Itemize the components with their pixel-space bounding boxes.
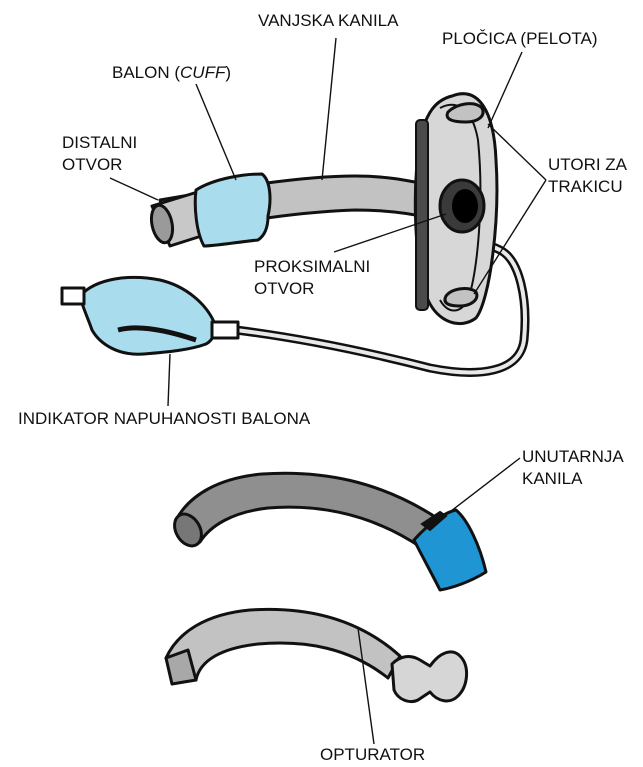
pilot-connector	[212, 322, 238, 338]
obturator-shaft	[166, 609, 400, 680]
label-indicator: INDIKATOR NAPUHANOSTI BALONA	[18, 409, 311, 428]
label-obturator: OPTURATOR	[320, 745, 425, 764]
label-outer-cannula: VANJSKA KANILA	[258, 11, 399, 30]
pilot-balloon	[80, 277, 215, 354]
label-flange: PLOČICA (PELOTA)	[442, 29, 598, 48]
inner-cannula	[169, 473, 486, 590]
obturator	[166, 609, 467, 701]
label-cuff: BALON (CUFF)	[112, 63, 231, 82]
inner-cannula-shaft	[176, 473, 440, 548]
pilot-valve	[62, 288, 84, 304]
cuff-balloon	[195, 174, 270, 246]
proximal-opening	[452, 189, 478, 223]
strap-slot-bottom	[445, 289, 477, 306]
obturator-handle	[392, 652, 467, 702]
